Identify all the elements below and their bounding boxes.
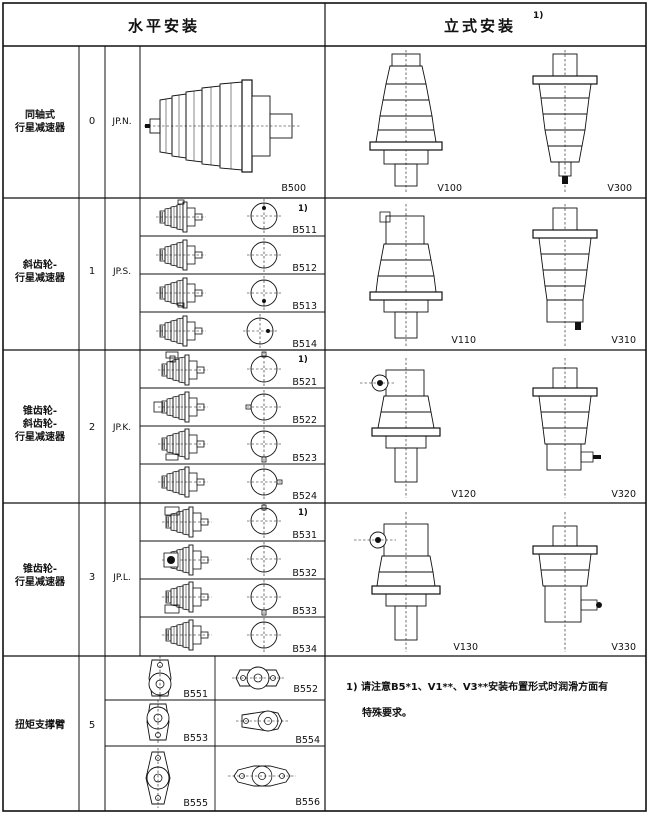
b531-note-mark: 1) [298,508,308,518]
code-b522: B522 [292,415,317,426]
row-name-line: 行星减速器 [14,575,66,588]
code-v300: V300 [607,183,632,194]
b522-drawing [153,389,282,425]
code-b554: B554 [295,735,320,746]
horizontal-mounting-header: 水平安装 [128,17,200,35]
b531-drawing [161,503,282,539]
v130-drawing [354,512,441,652]
b511-note-mark: 1) [298,204,308,214]
b521-note-mark: 1) [298,355,308,365]
code-b523: B523 [292,453,317,464]
b553-arm-drawing [146,700,170,744]
b523-drawing [157,426,282,463]
vertical-mounting-header: 立式安装 [444,17,516,35]
v330-drawing [532,512,602,652]
code-b552: B552 [293,684,318,695]
b551-arm-drawing [148,656,172,700]
code-b551: B551 [183,689,208,700]
code-v130: V130 [453,642,478,653]
row-jpk-labels: 锥齿轮- 斜齿轮- 行星减速器 2 JP.K. [14,404,131,443]
note-line-1: 1) 请注意B5*1、V1**、V3**安装布置形式时润滑方面有 [346,680,608,693]
code-b500: B500 [281,183,306,194]
v300-drawing [532,50,598,194]
v320-drawing [532,358,601,498]
code-b532: B532 [292,568,317,579]
code-b556: B556 [295,797,320,808]
row-series: JP.N. [111,117,131,127]
note-line-2: 特殊要求。 [362,706,412,719]
row-name-line: 同轴式 [25,108,55,121]
code-b514: B514 [292,339,317,350]
row-name-line: 行星减速器 [14,121,66,134]
code-v320: V320 [611,489,636,500]
row-name-line: 锥齿轮- [23,562,57,575]
b524-drawing [157,464,283,500]
code-v110: V110 [451,335,476,346]
row-name-line: 斜齿轮- [22,417,57,430]
code-b533: B533 [292,606,317,617]
row-series: JP.L. [112,573,130,583]
row-number: 2 [89,422,95,433]
code-b521: B521 [292,377,317,388]
code-b553: B553 [183,733,208,744]
code-b531: B531 [292,530,317,541]
b500-coaxial-horizontal-drawing [144,79,300,173]
row-name-line: 行星减速器 [14,430,66,443]
row-name-line: 行星减速器 [14,271,66,284]
row-jpl-labels: 锥齿轮- 行星减速器 3 JP.L. [14,562,131,588]
b534-drawing [161,617,282,653]
row-torque-arm-labels: 扭矩支撑臂 5 [15,718,95,731]
b513-drawing [155,275,282,311]
row-number: 3 [89,572,95,583]
row-jps-labels: 斜齿轮- 行星减速器 1 JP.S. [14,258,131,284]
v110-drawing [369,204,443,346]
b533-drawing [161,579,282,616]
row-name-line: 锥齿轮- [23,404,57,417]
b556-arm-drawing [228,765,296,787]
v100-drawing [369,50,443,194]
row-series: JP.K. [112,423,131,433]
row-name-line: 扭矩支撑臂 [15,718,65,731]
v310-drawing [532,204,598,346]
row-jpn-labels: 同轴式 行星减速器 0 JP.N. [14,108,132,134]
code-v310: V310 [611,335,636,346]
code-v330: V330 [611,642,636,653]
code-b524: B524 [292,491,317,502]
v120-drawing [360,358,441,498]
b532-drawing [161,541,282,577]
row-name-line: 斜齿轮- [22,258,57,271]
code-b534: B534 [292,644,317,655]
b555-arm-drawing [145,748,171,808]
b514-drawing [155,313,278,349]
row-number: 1 [89,266,95,277]
code-b511: B511 [292,225,317,236]
b511-drawing [155,198,282,234]
b552-arm-drawing [232,666,284,690]
row-number: 0 [89,116,95,127]
code-b512: B512 [292,263,317,274]
vertical-note-mark: 1) [533,11,543,21]
b521-drawing [157,351,282,387]
row-number: 5 [89,720,95,731]
b554-arm-drawing [236,710,288,732]
code-b555: B555 [183,798,208,809]
row-series: JP.S. [112,267,131,277]
code-v120: V120 [451,489,476,500]
b512-drawing [155,237,282,273]
code-b513: B513 [292,301,317,312]
code-v100: V100 [437,183,462,194]
